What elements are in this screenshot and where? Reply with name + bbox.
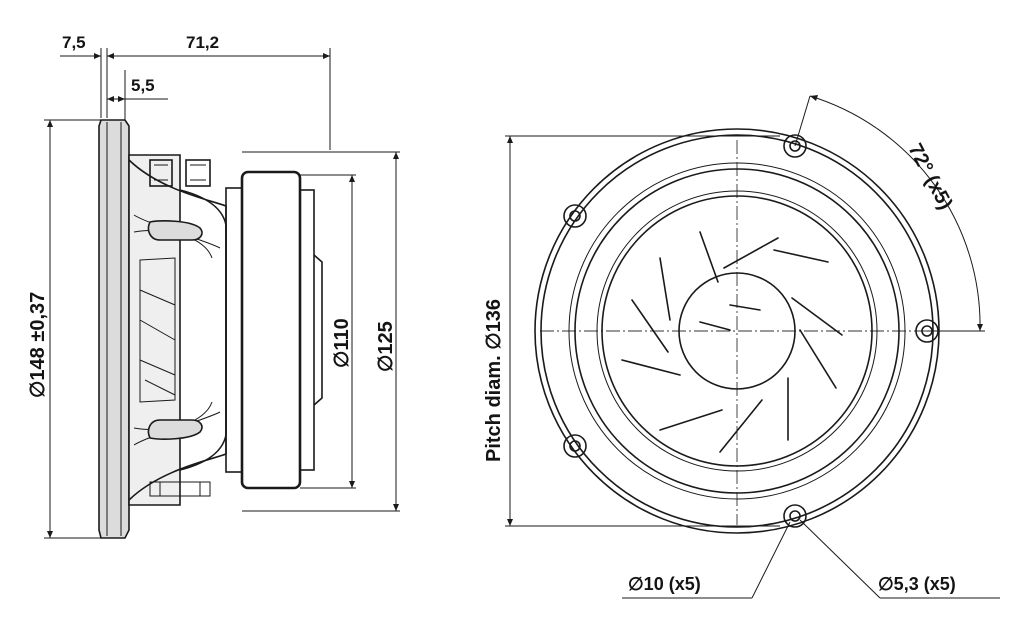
center-lines (540, 140, 935, 525)
dim-hole: ∅5,3 (x5) (878, 574, 956, 594)
front-view (505, 95, 1000, 599)
speaker-flange (98, 119, 130, 539)
speaker-magnet (225, 170, 323, 490)
dim-magnet-inner: ∅110 (331, 318, 353, 368)
side-arrowheads (47, 53, 399, 538)
dim-outer-diameter: ∅148 ±0,37 (27, 292, 49, 398)
side-view (44, 48, 400, 539)
pitch-dimension (505, 135, 780, 527)
dim-angle: 72° (x5) (904, 140, 957, 213)
dim-top-left: 7,5 (62, 33, 86, 52)
leader-lines (622, 519, 1000, 599)
dim-flange: 5,5 (131, 76, 155, 95)
mounting-hole-4 (563, 434, 587, 458)
angle-dimension (794, 95, 985, 332)
mounting-hole-5 (783, 504, 807, 528)
mounting-hole-1 (783, 134, 807, 158)
speaker-frame-rings (534, 128, 940, 534)
dim-pitch: Pitch diam. ∅136 (483, 299, 505, 462)
mounting-holes (563, 134, 939, 528)
cone-blades (621, 231, 843, 453)
pitch-arrowheads (507, 136, 513, 526)
dim-magnet-outer: ∅125 (375, 321, 397, 372)
side-dimension-lines (44, 48, 400, 539)
dim-boss: ∅10 (x5) (628, 574, 701, 594)
dim-top-right: 71,2 (186, 33, 219, 52)
speaker-basket (128, 154, 227, 506)
mounting-hole-2 (563, 204, 587, 228)
